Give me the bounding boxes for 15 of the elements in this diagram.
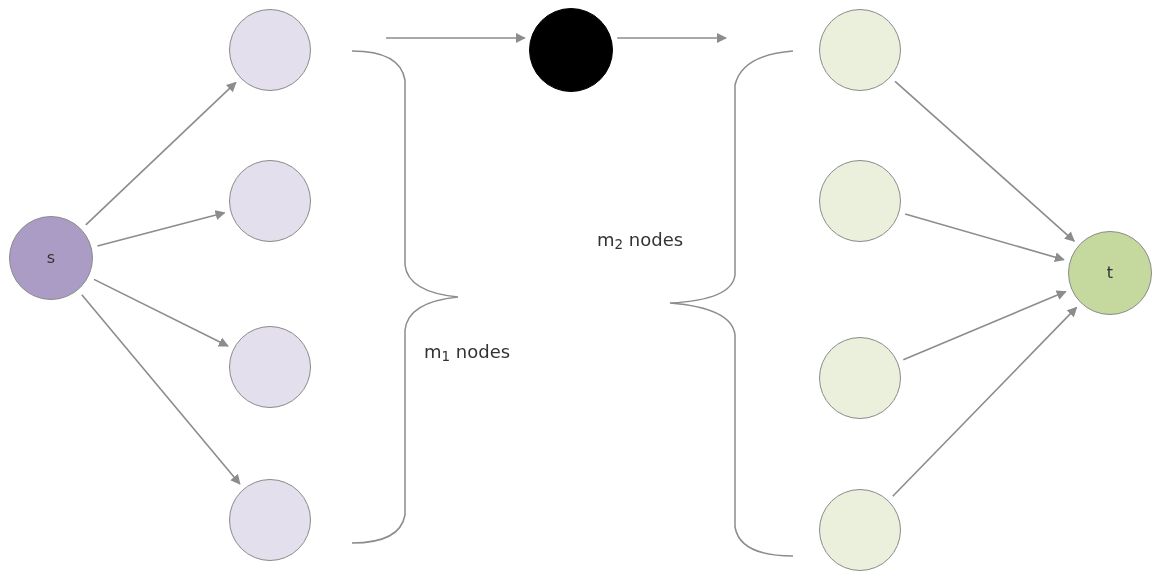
node-label: t: [1106, 262, 1114, 284]
arrow: [81, 294, 241, 485]
arrow: [96, 210, 226, 247]
arrow: [894, 80, 1075, 242]
arrow: [385, 33, 526, 43]
group-label: m$_{1}$ nodes: [424, 340, 511, 365]
curly-brace: [351, 50, 459, 544]
node-label: s: [46, 247, 56, 269]
arrow: [891, 306, 1078, 498]
arrow: [85, 81, 237, 226]
arrow: [93, 278, 229, 347]
group-label: m$_{2}$ nodes: [597, 228, 684, 253]
arrow: [616, 33, 727, 43]
arrow: [904, 213, 1065, 263]
arrow: [902, 290, 1067, 361]
